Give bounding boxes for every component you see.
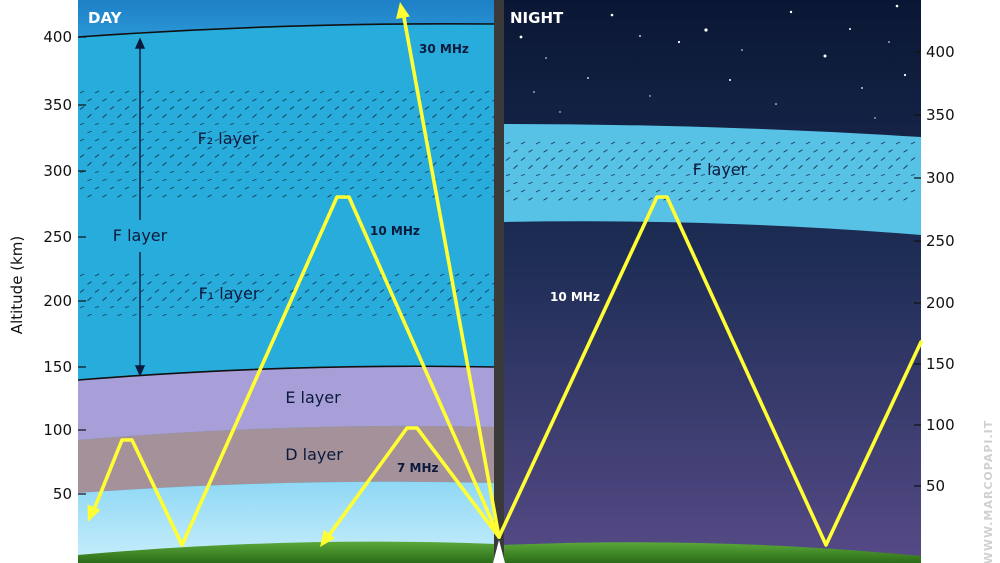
radio-rays — [91, 10, 923, 547]
left-tick-150: 150 — [43, 358, 72, 376]
e-layer-band — [78, 366, 496, 440]
e-layer-label: E layer — [285, 388, 341, 407]
left-tick-400: 400 — [43, 28, 72, 46]
right-tick-400: 400 — [926, 43, 955, 61]
right-axis: 400 350 300 250 200 150 100 50 — [914, 43, 955, 495]
f-layer-bottom-boundary — [78, 365, 496, 381]
d-layer-band — [78, 425, 496, 493]
left-tick-200: 200 — [43, 292, 72, 310]
day-upper-sky — [78, 0, 496, 37]
night-stars — [519, 4, 907, 119]
freq-label-10mhz-night: 10 MHz — [550, 290, 600, 304]
left-tick-250: 250 — [43, 228, 72, 246]
night-ground — [503, 542, 921, 563]
night-f-layer-band — [503, 124, 921, 235]
right-tick-150: 150 — [926, 355, 955, 373]
ray-day-7mhz — [325, 426, 501, 540]
arrowhead-7mhz — [320, 529, 336, 547]
night-label: NIGHT — [510, 9, 564, 27]
night-sky — [503, 0, 921, 563]
ray-arrowheads — [87, 2, 410, 547]
right-tick-250: 250 — [926, 232, 955, 250]
day-night-divider — [494, 0, 504, 563]
left-axis: 400 350 300 250 200 150 100 50 — [43, 28, 86, 503]
f2-layer-label: F₂ layer — [198, 129, 259, 148]
left-tick-50: 50 — [53, 485, 72, 503]
right-tick-300: 300 — [926, 169, 955, 187]
f-layer-span-arrow — [134, 37, 146, 377]
right-tick-100: 100 — [926, 416, 955, 434]
night-panel — [503, 0, 921, 563]
ray-night-10mhz — [497, 195, 923, 547]
freq-label-10mhz-day: 10 MHz — [370, 224, 420, 238]
left-tick-100: 100 — [43, 421, 72, 439]
night-f-layer-label: F layer — [693, 160, 748, 179]
f1-layer-label: F₁ layer — [199, 284, 260, 303]
freq-label-30mhz: 30 MHz — [419, 42, 469, 56]
left-tick-300: 300 — [43, 162, 72, 180]
freq-label-7mhz: 7 MHz — [397, 461, 439, 475]
right-tick-50: 50 — [926, 477, 945, 495]
left-tick-350: 350 — [43, 96, 72, 114]
day-panel — [78, 0, 496, 563]
right-tick-350: 350 — [926, 106, 955, 124]
right-tick-200: 200 — [926, 294, 955, 312]
altitude-axis-title: Altitude (km) — [8, 236, 26, 334]
arrowhead-30mhz — [396, 2, 410, 20]
d-layer-label: D layer — [285, 445, 343, 464]
ray-day-10mhz — [91, 195, 501, 547]
f-layer-label: F layer — [113, 226, 168, 245]
arrowhead-10mhz-day — [87, 504, 101, 522]
day-label: DAY — [88, 9, 123, 27]
watermark: WWW.MARCOPAPI.IT — [982, 420, 995, 563]
transmitter-marker — [493, 540, 505, 563]
night-f-layer-dashes — [505, 141, 916, 201]
f-layer-top-boundary — [78, 22, 496, 38]
ray-day-30mhz — [401, 10, 501, 539]
day-ground — [78, 541, 496, 563]
